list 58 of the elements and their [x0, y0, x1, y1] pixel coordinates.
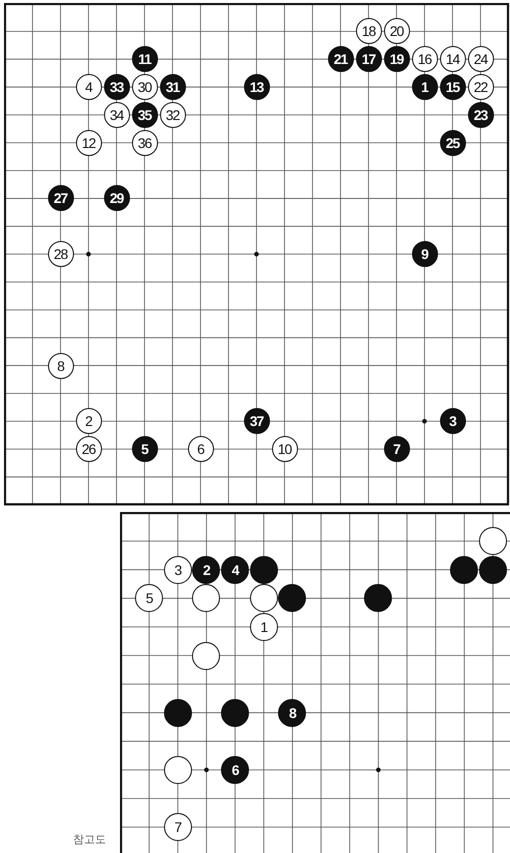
go-stone: 33 — [104, 74, 130, 100]
go-stone: 23 — [468, 102, 494, 128]
go-stone: 34 — [104, 102, 130, 128]
go-stone: 8 — [278, 698, 306, 727]
go-stone: 27 — [48, 185, 74, 212]
go-stone: 11 — [132, 46, 158, 72]
go-stone: 3 — [164, 556, 192, 584]
go-stone — [364, 584, 392, 612]
go-stone — [278, 584, 306, 612]
go-stone: 13 — [244, 74, 270, 100]
go-stone: 17 — [356, 46, 382, 72]
go-stone: 15 — [440, 74, 466, 100]
go-stone: 8 — [48, 352, 74, 379]
go-stone: 2 — [76, 408, 102, 434]
go-stone: 4 — [221, 556, 250, 584]
go-stone: 7 — [384, 436, 410, 462]
go-stone: 29 — [104, 185, 130, 212]
go-stone — [164, 756, 192, 784]
go-stone: 22 — [468, 74, 494, 100]
go-stone: 37 — [244, 408, 270, 434]
go-stone: 30 — [132, 74, 158, 100]
go-stone: 2 — [192, 556, 220, 584]
diagram-caption: 참고도 — [73, 833, 106, 847]
go-stone: 6 — [188, 436, 214, 462]
go-stone: 25 — [440, 130, 466, 156]
go-stone — [478, 556, 507, 584]
go-stone — [221, 698, 250, 727]
go-stone: 1 — [250, 612, 278, 641]
go-stone: 18 — [356, 18, 382, 44]
go-stone: 21 — [328, 46, 354, 72]
go-stone: 36 — [132, 130, 158, 156]
go-stone — [250, 584, 278, 612]
go-stone: 32 — [160, 102, 186, 128]
go-stone: 1 — [412, 74, 438, 100]
go-stone: 4 — [76, 74, 102, 100]
go-stone — [192, 584, 220, 612]
go-stone: 6 — [221, 756, 250, 784]
go-stone: 26 — [76, 436, 102, 462]
go-stone — [164, 698, 192, 727]
go-stone: 16 — [412, 46, 438, 72]
go-stone: 7 — [164, 813, 192, 842]
go-stone — [450, 556, 478, 584]
go-stone — [250, 556, 278, 584]
go-stone: 10 — [272, 436, 298, 462]
go-stone: 20 — [384, 18, 410, 44]
go-stone: 3 — [440, 408, 466, 434]
go-stone — [192, 642, 220, 670]
go-stone: 35 — [132, 102, 158, 128]
go-stone — [478, 527, 507, 556]
go-stone: 24 — [468, 46, 494, 72]
go-stone: 5 — [135, 584, 164, 612]
go-stone: 9 — [412, 241, 438, 268]
go-stone: 19 — [384, 46, 410, 72]
go-stone: 5 — [132, 436, 158, 462]
go-stone: 12 — [76, 130, 102, 156]
go-stone: 31 — [160, 74, 186, 100]
go-stone: 28 — [48, 241, 74, 268]
go-stone: 14 — [440, 46, 466, 72]
